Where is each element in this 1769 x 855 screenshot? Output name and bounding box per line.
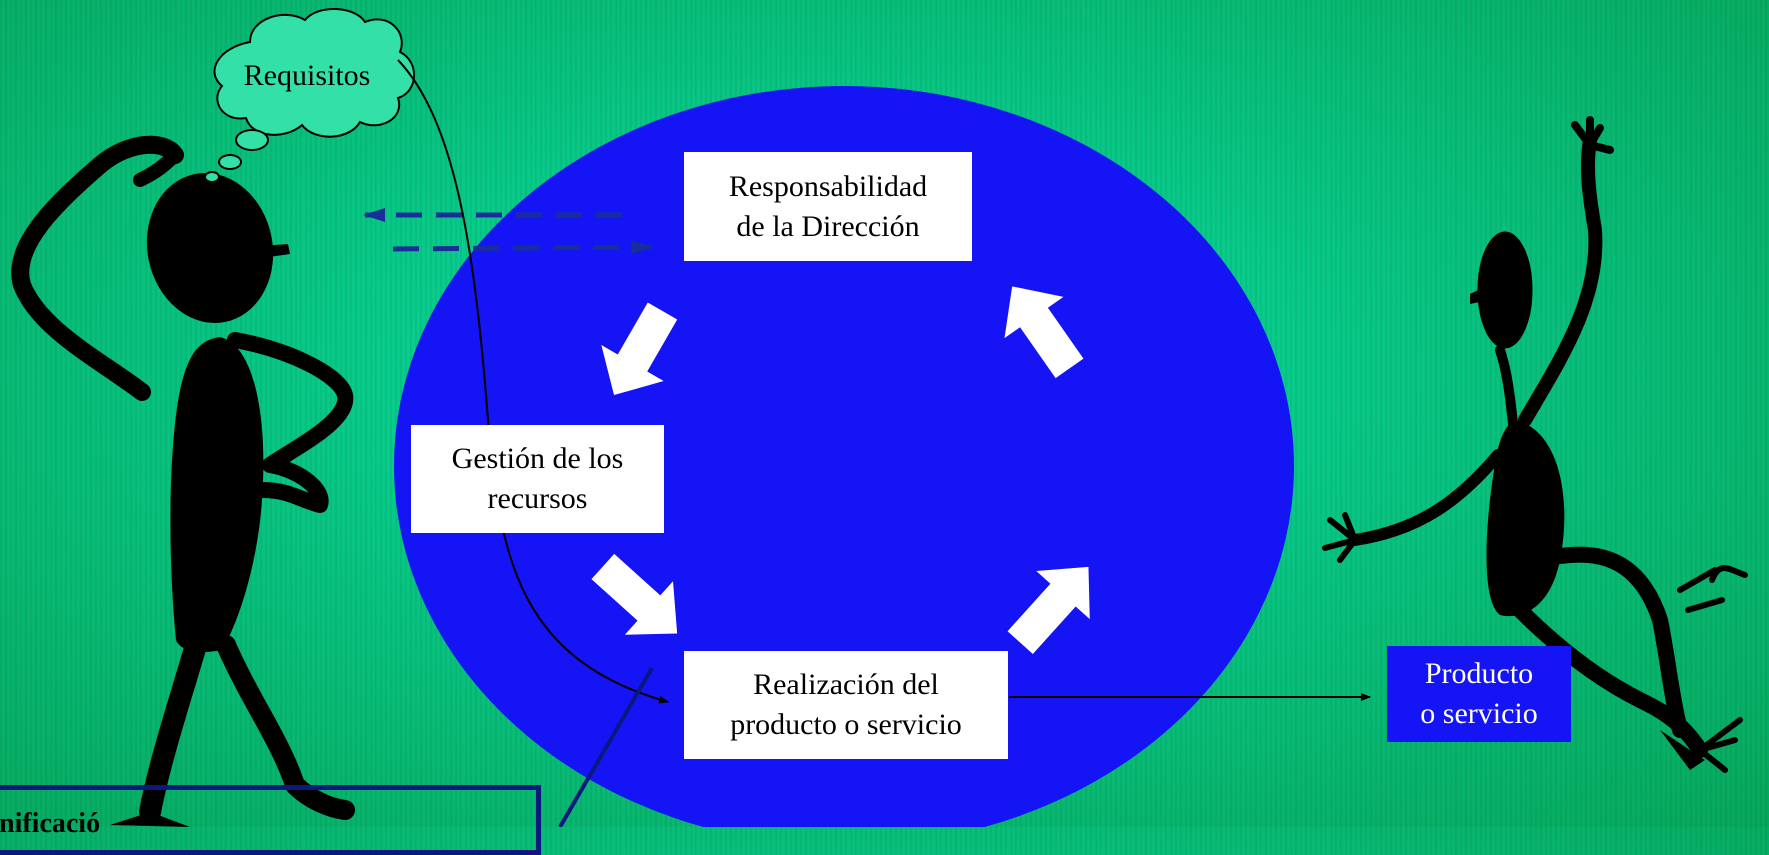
product-service-box: Producto o servicio: [1387, 646, 1571, 742]
arrow-down-left: [601, 302, 678, 396]
process-circle: [394, 86, 1294, 827]
planning-label: nificació: [0, 808, 101, 839]
happy-person-figure: [1322, 116, 1748, 773]
thinking-person-figure: [11, 135, 355, 827]
diagram-canvas: [11, 7, 1748, 827]
arrow-up-left: [1004, 286, 1084, 379]
dashed-arrow-right: [392, 240, 653, 255]
management-responsibility-box: Responsabilidad de la Dirección: [684, 152, 972, 261]
product-realization-box: Realización del producto o servicio: [684, 651, 1008, 759]
arrow-down-right: [591, 553, 678, 635]
planning-callout-line: [558, 666, 654, 827]
planning-box: nificació: [0, 785, 541, 855]
thought-cloud: [204, 7, 415, 183]
requirements-label: Requisitos: [243, 59, 371, 92]
resource-management-box: Gestión de los recursos: [411, 425, 664, 533]
requirements-flow-line: [397, 59, 669, 704]
arrow-up-right: [1007, 566, 1090, 655]
